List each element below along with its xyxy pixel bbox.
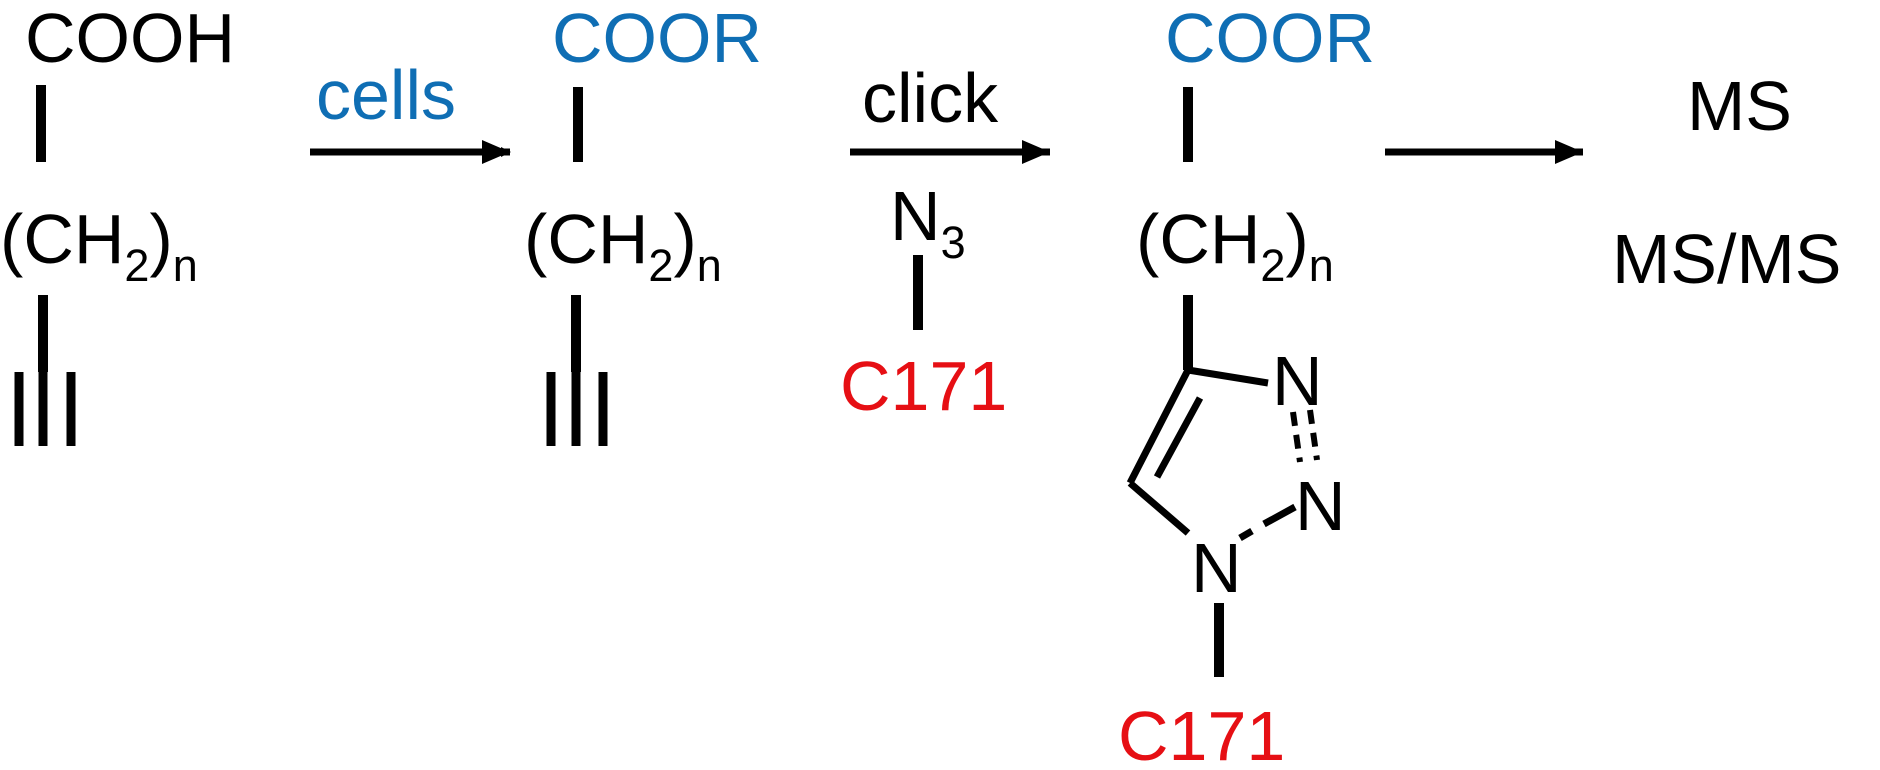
analysis-methods: MS MS/MS xyxy=(1612,67,1841,298)
reagent-c171-label: C171 xyxy=(840,347,1007,425)
methylene-chain-label: (CH2)n xyxy=(0,200,198,291)
molecule-alkyne-acid: COOH (CH2)n xyxy=(0,0,235,446)
step-analysis xyxy=(1385,140,1583,164)
step-click-label: click xyxy=(862,59,999,137)
ms-ms-label: MS/MS xyxy=(1612,220,1841,298)
carboxylic-acid-label: COOH xyxy=(25,0,235,77)
triazole-ring: N N N xyxy=(1126,342,1346,607)
step-cells: cells xyxy=(310,56,511,164)
step-click: click N3 C171 xyxy=(840,59,1050,425)
triazole-n3-label: N xyxy=(1272,342,1323,420)
molecule-alkyne-ester: COOR (CH2)n xyxy=(524,0,762,446)
azide-label: N3 xyxy=(890,177,966,268)
methylene-chain-label: (CH2)n xyxy=(1136,200,1334,291)
triazole-n1-label: N xyxy=(1191,529,1242,607)
ms-label: MS xyxy=(1687,67,1792,145)
terminal-alkyne-triple-bond xyxy=(14,372,76,446)
ester-label: COOR xyxy=(1165,0,1375,77)
molecule-triazole-product: COOR (CH2)n N N N C171 xyxy=(1118,0,1375,770)
ester-label: COOR xyxy=(552,0,762,77)
step-cells-label: cells xyxy=(316,56,456,134)
substituent-c171-label: C171 xyxy=(1118,697,1285,770)
terminal-alkyne-triple-bond xyxy=(546,372,608,446)
methylene-chain-label: (CH2)n xyxy=(524,200,722,291)
triazole-n2-label: N xyxy=(1295,467,1346,545)
